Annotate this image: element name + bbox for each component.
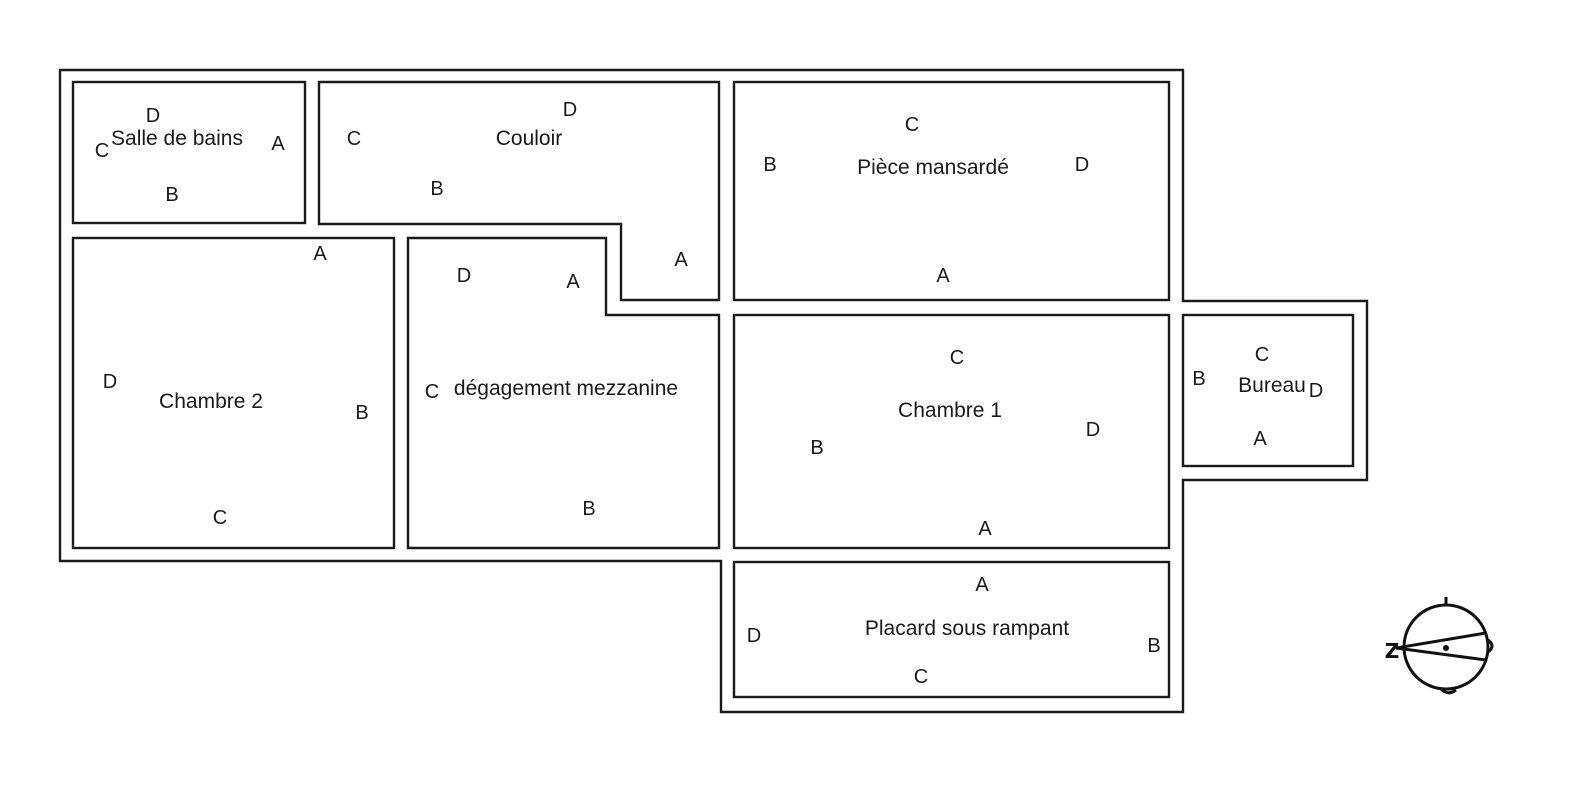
room-piece-mansarde: Pièce mansardé C B D A [763, 114, 1089, 287]
room-chambre-2: Chambre 2 A D B C [103, 243, 369, 529]
outer-wall [58, 68, 1369, 714]
wall-label-d: D [457, 265, 471, 287]
wall-label-a: A [978, 518, 992, 540]
room-bureau: Bureau C B D A [1192, 344, 1323, 450]
room-name: Bureau [1238, 374, 1306, 397]
room-name: Chambre 2 [159, 390, 263, 413]
wall-label-a: A [271, 133, 285, 155]
wall-label-a: A [936, 265, 950, 287]
wall-label-d: D [1309, 380, 1323, 402]
room-placard-sous-rampant: Placard sous rampant A D B C [747, 574, 1161, 688]
room-name: Pièce mansardé [857, 156, 1009, 179]
wall-label-c: C [950, 347, 964, 369]
couloir-outline [317, 80, 721, 302]
wall-label-d: D [747, 625, 761, 647]
wall-label-b: B [1147, 635, 1160, 657]
room-degagement-mezzanine: dégagement mezzanine D A C B [425, 265, 678, 520]
wall-label-b: B [430, 178, 443, 200]
room-name: Chambre 1 [898, 399, 1002, 422]
wall-label-d: D [103, 371, 117, 393]
room-name: Placard sous rampant [865, 617, 1069, 640]
wall-label-a: A [975, 574, 989, 596]
bureau-outline [1181, 313, 1355, 468]
compass-icon: Z [1385, 597, 1494, 695]
chambre-2-outline [71, 236, 396, 550]
wall-label-d: D [1086, 419, 1100, 441]
wall-label-b: B [1192, 368, 1205, 390]
room-name: Couloir [496, 127, 563, 150]
wall-label-c: C [914, 666, 928, 688]
wall-label-a: A [313, 243, 327, 265]
wall-label-a: A [674, 249, 688, 271]
room-salle-de-bains: Salle de bains D C A B [95, 105, 286, 206]
chambre-1-outline [732, 313, 1171, 550]
wall-label-b: B [582, 498, 595, 520]
compass-letter: Z [1385, 639, 1400, 663]
wall-label-d: D [146, 105, 160, 127]
room-name: dégagement mezzanine [454, 377, 678, 400]
wall-label-b: B [355, 402, 368, 424]
wall-label-c: C [1255, 344, 1269, 366]
wall-label-b: B [165, 184, 178, 206]
room-chambre-1: Chambre 1 C B D A [810, 347, 1100, 540]
wall-label-c: C [905, 114, 919, 136]
wall-label-a: A [1253, 428, 1267, 450]
wall-label-b: B [763, 154, 776, 176]
salle-de-bains-outline [71, 80, 307, 225]
wall-label-c: C [213, 507, 227, 529]
wall-label-a: A [566, 271, 580, 293]
wall-label-d: D [1075, 154, 1089, 176]
piece-mansarde-outline [732, 80, 1171, 302]
degagement-mezzanine-outline [406, 236, 721, 550]
wall-label-c: C [95, 140, 109, 162]
wall-label-c: C [347, 128, 361, 150]
room-name: Salle de bains [111, 127, 243, 150]
room-couloir: Couloir D C B A [347, 99, 689, 271]
placard-sous-rampant-outline [732, 560, 1171, 699]
wall-label-d: D [563, 99, 577, 121]
wall-label-c: C [425, 381, 439, 403]
wall-label-b: B [810, 437, 823, 459]
